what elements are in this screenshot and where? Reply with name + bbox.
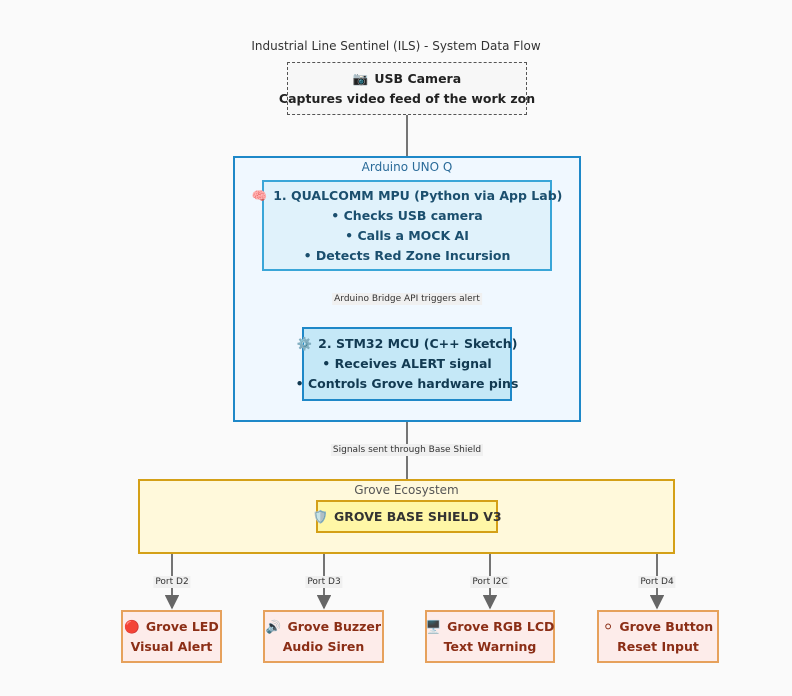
node-line: Text Warning: [444, 637, 537, 657]
node-line: • Checks USB camera: [331, 206, 482, 226]
brain-icon: 🧠: [251, 187, 268, 203]
edge-label-port-d4: Port D4: [638, 576, 676, 588]
node-heading: 🔊 Grove Buzzer: [266, 617, 381, 637]
node-text: Text Warning: [443, 638, 537, 654]
red-circle-icon: 🔴: [124, 618, 140, 634]
node-heading: 🧠 1. QUALCOMM MPU (Python via App Lab): [252, 186, 563, 206]
node-text: Grove Buzzer: [287, 618, 382, 634]
cluster-label: Arduino UNO Q: [361, 160, 453, 174]
node-heading: ⚙️ 2. STM32 MCU (C++ Sketch): [297, 334, 518, 354]
node-heading: 🖥️ Grove RGB LCD: [426, 617, 555, 637]
node-text: 1. QUALCOMM MPU (Python via App Lab): [273, 187, 563, 203]
grove-rgb-lcd-node[interactable]: 🖥️ Grove RGB LCD Text Warning: [425, 610, 555, 663]
edge-label-port-d3: Port D3: [305, 576, 343, 588]
node-text: • Receives ALERT signal: [322, 356, 492, 371]
gear-icon: ⚙️: [296, 336, 313, 351]
grove-led-node[interactable]: 🔴 Grove LED Visual Alert: [121, 610, 222, 663]
node-line: • Controls Grove hardware pins: [296, 374, 519, 394]
node-text: Visual Alert: [130, 638, 213, 654]
button-icon: ⚪: [602, 618, 614, 634]
node-line: Audio Siren: [283, 637, 365, 657]
node-text: Grove Button: [619, 618, 714, 634]
node-text: Reset Input: [617, 638, 699, 654]
node-text: Audio Siren: [282, 638, 365, 654]
node-text: Grove RGB LCD: [447, 618, 555, 634]
node-text: • Calls a MOCK AI: [345, 227, 469, 243]
node-heading: 🔴 Grove LED: [124, 617, 218, 637]
node-line: Captures video feed of the work zon: [279, 89, 535, 109]
edge-label-port-i2c: Port I2C: [470, 576, 510, 588]
stm32-mcu-node[interactable]: ⚙️ 2. STM32 MCU (C++ Sketch) • Receives AL…: [296, 327, 518, 401]
monitor-icon: 🖥️: [425, 618, 442, 634]
node-text: Captures video feed of the work zon: [278, 90, 536, 106]
node-line: • Calls a MOCK AI: [345, 226, 469, 246]
edge-label-port-d2: Port D2: [153, 576, 191, 588]
cluster-label: Grove Ecosystem: [354, 483, 459, 497]
diagram-title: Industrial Line Sentinel (ILS) - System …: [251, 39, 541, 53]
camera-icon: 📷: [352, 70, 369, 86]
node-line: • Detects Red Zone Incursion: [304, 246, 511, 266]
node-line: Visual Alert: [131, 637, 213, 657]
speaker-icon: 🔊: [265, 618, 282, 634]
node-heading: 🛡️ GROVE BASE SHIELD V3: [312, 507, 501, 527]
node-heading: ⚪ Grove Button: [603, 617, 713, 637]
node-text: 2. STM32 MCU (C++ Sketch): [318, 336, 518, 351]
qualcomm-mpu-node[interactable]: 🧠 1. QUALCOMM MPU (Python via App Lab) • C…: [252, 180, 562, 271]
grove-base-shield-node[interactable]: 🛡️ GROVE BASE SHIELD V3: [312, 500, 502, 533]
edge-label-base-shield: Signals sent through Base Shield: [330, 444, 484, 456]
node-text: GROVE BASE SHIELD V3: [334, 508, 502, 524]
node-text: • Checks USB camera: [331, 207, 483, 223]
node-line: • Receives ALERT signal: [322, 354, 491, 374]
node-text: • Detects Red Zone Incursion: [303, 247, 511, 263]
node-text: • Controls Grove hardware pins: [295, 376, 519, 391]
shield-icon: 🛡️: [312, 508, 329, 524]
edge-label-bridge-api: Arduino Bridge API triggers alert: [332, 293, 482, 305]
node-heading: 📷 USB Camera: [353, 69, 461, 89]
node-text: USB Camera: [374, 70, 462, 86]
node-line: Reset Input: [617, 637, 699, 657]
node-text: Grove LED: [145, 618, 219, 634]
